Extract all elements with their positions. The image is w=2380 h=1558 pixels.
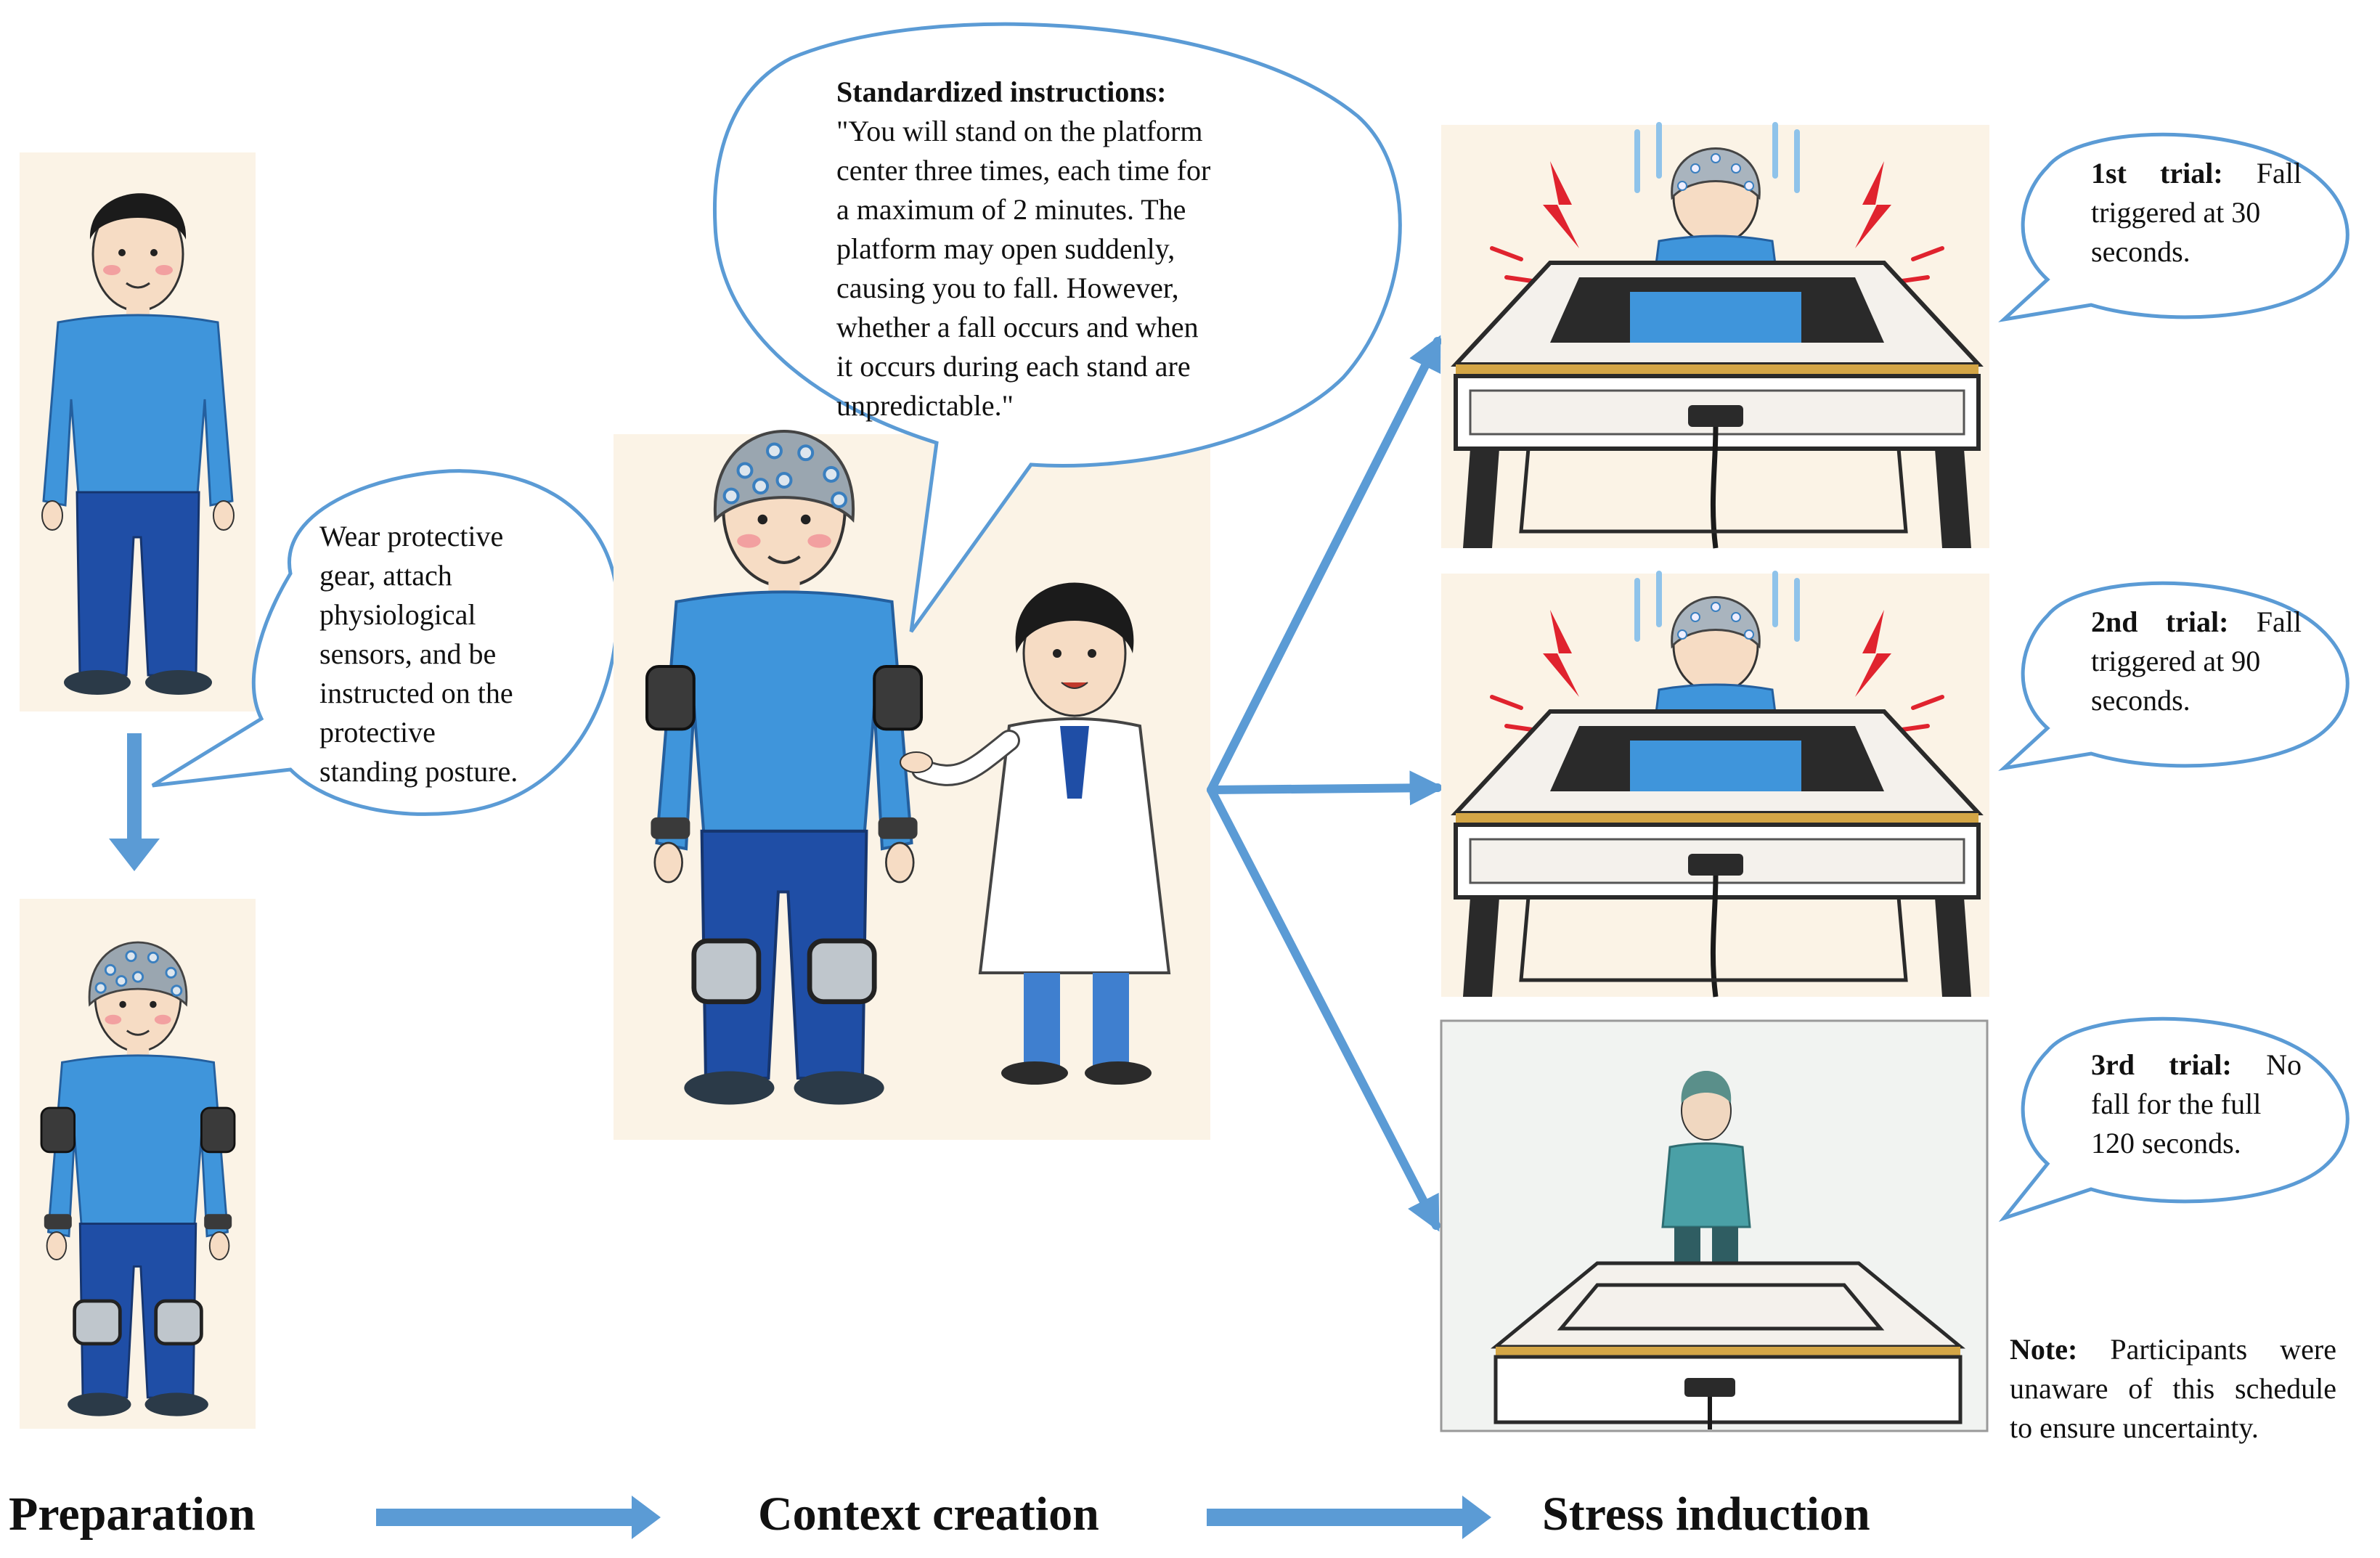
context-creation-panel bbox=[614, 431, 1210, 1140]
note-line-1-rest: Participants were bbox=[2110, 1333, 2336, 1366]
trial-3-label: 3rd trial: bbox=[2091, 1048, 2232, 1081]
trial-1-panel bbox=[1441, 125, 1989, 548]
instructions-line-4: platform may open suddenly, bbox=[836, 232, 1175, 265]
trial-2-line-2: triggered at 90 bbox=[2091, 645, 2261, 677]
instructions-line-1: "You will stand on the platform bbox=[836, 115, 1203, 147]
arrow-to-trial-1 bbox=[1207, 335, 1442, 794]
trial-3-line-1: 3rd trial: No bbox=[2091, 1045, 2302, 1085]
preparation-line-6: protective bbox=[319, 716, 436, 749]
instructions-line-2: center three times, each time for bbox=[836, 154, 1211, 187]
trial-3-text: 3rd trial: No fall for the full 120 seco… bbox=[2091, 1045, 2302, 1163]
preparation-line-3: physiological bbox=[319, 598, 476, 631]
preparation-speech-bubble bbox=[151, 469, 620, 816]
arrow-to-trial-2 bbox=[1207, 770, 1445, 806]
instructions-speech-bubble bbox=[712, 22, 1402, 633]
trial-2-label: 2nd trial: bbox=[2091, 605, 2229, 638]
note-line-2: unaware of this schedule bbox=[2010, 1372, 2336, 1405]
preparation-line-2: gear, attach bbox=[319, 559, 452, 592]
trial-3-speech-bubble bbox=[1998, 1016, 2350, 1223]
stage-arrow-1 bbox=[376, 1496, 661, 1539]
trial-1-line-1-rest: Fall bbox=[2256, 157, 2302, 189]
trial-1-speech-bubble bbox=[1998, 132, 2350, 322]
trial-2-line-1: 2nd trial: Fall bbox=[2091, 603, 2302, 642]
trial-3-line-2: fall for the full bbox=[2091, 1088, 2262, 1120]
instructions-bubble-text: Standardized instructions: "You will sta… bbox=[836, 73, 1301, 425]
trial-1-line-2: triggered at 30 bbox=[2091, 196, 2261, 229]
arrow-to-trial-3 bbox=[1207, 786, 1440, 1232]
stage-arrow-2 bbox=[1207, 1496, 1491, 1539]
trial-1-line-1: 1st trial: Fall bbox=[2091, 154, 2302, 193]
trial-3-line-3: 120 seconds. bbox=[2091, 1127, 2241, 1159]
note-line-1: Note: Participants were bbox=[2010, 1330, 2336, 1369]
stage-label-stress-induction: Stress induction bbox=[1542, 1488, 1870, 1541]
trial-1-text: 1st trial: Fall triggered at 30 seconds. bbox=[2091, 154, 2302, 272]
preparation-line-7: standing posture. bbox=[319, 755, 518, 788]
trial-3-panel bbox=[1440, 1019, 1989, 1432]
instructions-line-8: unpredictable." bbox=[836, 389, 1014, 422]
trial-2-line-3: seconds. bbox=[2091, 684, 2191, 717]
note-line-3: to ensure uncertainty. bbox=[2010, 1411, 2259, 1444]
trial-1-line-3: seconds. bbox=[2091, 235, 2191, 268]
note-text: Note: Participants were unaware of this … bbox=[2010, 1330, 2336, 1448]
instructions-heading: Standardized instructions: bbox=[836, 76, 1167, 108]
preparation-bubble-text: Wear protective gear, attach physiologic… bbox=[319, 517, 595, 791]
trial-1-label: 1st trial: bbox=[2091, 157, 2223, 189]
trial-2-speech-bubble bbox=[1998, 581, 2350, 771]
note-label: Note: bbox=[2010, 1333, 2078, 1366]
branch-arrows bbox=[1207, 335, 1445, 1232]
preparation-panel-top bbox=[20, 152, 256, 711]
trial-2-text: 2nd trial: Fall triggered at 90 seconds. bbox=[2091, 603, 2302, 720]
trial-2-line-1-rest: Fall bbox=[2256, 605, 2302, 638]
researcher-figure bbox=[900, 582, 1171, 1085]
instructions-line-3: a maximum of 2 minutes. The bbox=[836, 193, 1186, 226]
instructions-line-6: whether a fall occurs and when bbox=[836, 311, 1199, 343]
instructions-line-5: causing you to fall. However, bbox=[836, 272, 1179, 304]
preparation-line-5: instructed on the bbox=[319, 677, 513, 709]
preparation-panel-bottom bbox=[20, 899, 256, 1429]
down-arrow-icon bbox=[109, 733, 160, 871]
stage-label-preparation: Preparation bbox=[9, 1488, 256, 1541]
trial-2-panel bbox=[1441, 574, 1989, 997]
instructions-line-7: it occurs during each stand are bbox=[836, 350, 1191, 383]
preparation-line-1: Wear protective bbox=[319, 520, 504, 552]
trial-3-line-1-rest: No bbox=[2266, 1048, 2302, 1081]
stage-label-context-creation: Context creation bbox=[758, 1488, 1099, 1541]
preparation-line-4: sensors, and be bbox=[319, 637, 497, 670]
